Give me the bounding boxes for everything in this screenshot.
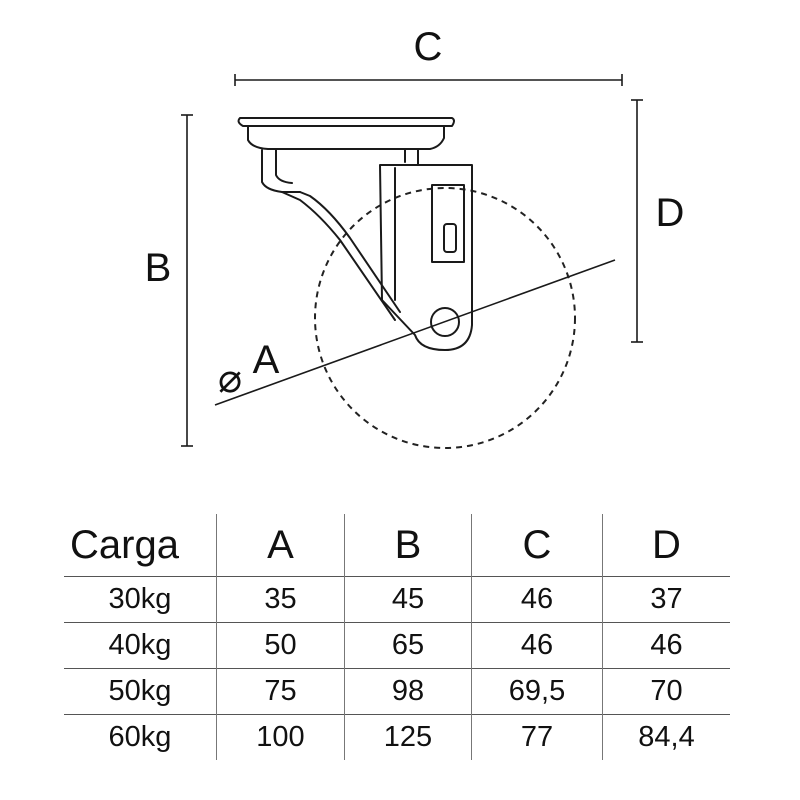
cell-carga: 40kg [64,622,217,669]
header-d: D [602,514,730,577]
caster-dimension-diagram: C B D ⌀ A [145,25,685,449]
cell-a: 100 [216,714,345,760]
wheel-outline [314,187,576,449]
cell-carga: 60kg [64,714,217,760]
cell-b: 98 [344,668,472,715]
cell-b: 65 [344,622,472,669]
dimension-label-d: D [656,191,685,235]
cell-carga: 30kg [64,576,217,623]
axle [430,307,460,337]
dimension-b: B [145,114,193,447]
dimension-c: C [234,25,623,86]
cell-c: 46 [471,576,603,623]
cell-d: 84,4 [602,714,730,760]
dimension-a: ⌀ A [214,259,616,406]
cell-c: 46 [471,622,603,669]
dimension-d: D [631,99,685,343]
mounting-plate [237,117,455,127]
header-c: C [471,514,603,577]
header-carga: Carga [70,522,179,567]
header-a: A [216,514,345,577]
fork-leg [379,164,473,351]
dimension-label-c: C [414,25,443,69]
table-header-row: Carga A B C D [64,514,730,577]
cell-a: 75 [216,668,345,715]
cell-carga: 50kg [64,668,217,715]
slot [443,223,457,253]
header-b: B [344,514,472,577]
table-row: 40kg 50 65 46 46 [64,622,730,669]
diameter-symbol: ⌀ [218,357,242,401]
table-row: 30kg 35 45 46 37 [64,576,730,623]
cell-b: 45 [344,576,472,623]
dimensions-table: Carga A B C D 30kg 35 45 46 37 40kg 50 6… [64,514,730,760]
dimension-label-a: A [253,338,280,382]
cell-c: 77 [471,714,603,760]
table-row: 60kg 100 125 77 84,4 [64,714,730,760]
cell-d: 70 [602,668,730,715]
dimension-label-b: B [145,246,172,290]
table-row: 50kg 75 98 69,5 70 [64,668,730,715]
cell-d: 46 [602,622,730,669]
swivel-caster-icon [237,117,576,449]
cell-a: 50 [216,622,345,669]
cell-c: 69,5 [471,668,603,715]
cell-b: 125 [344,714,472,760]
cell-a: 35 [216,576,345,623]
cell-d: 37 [602,576,730,623]
